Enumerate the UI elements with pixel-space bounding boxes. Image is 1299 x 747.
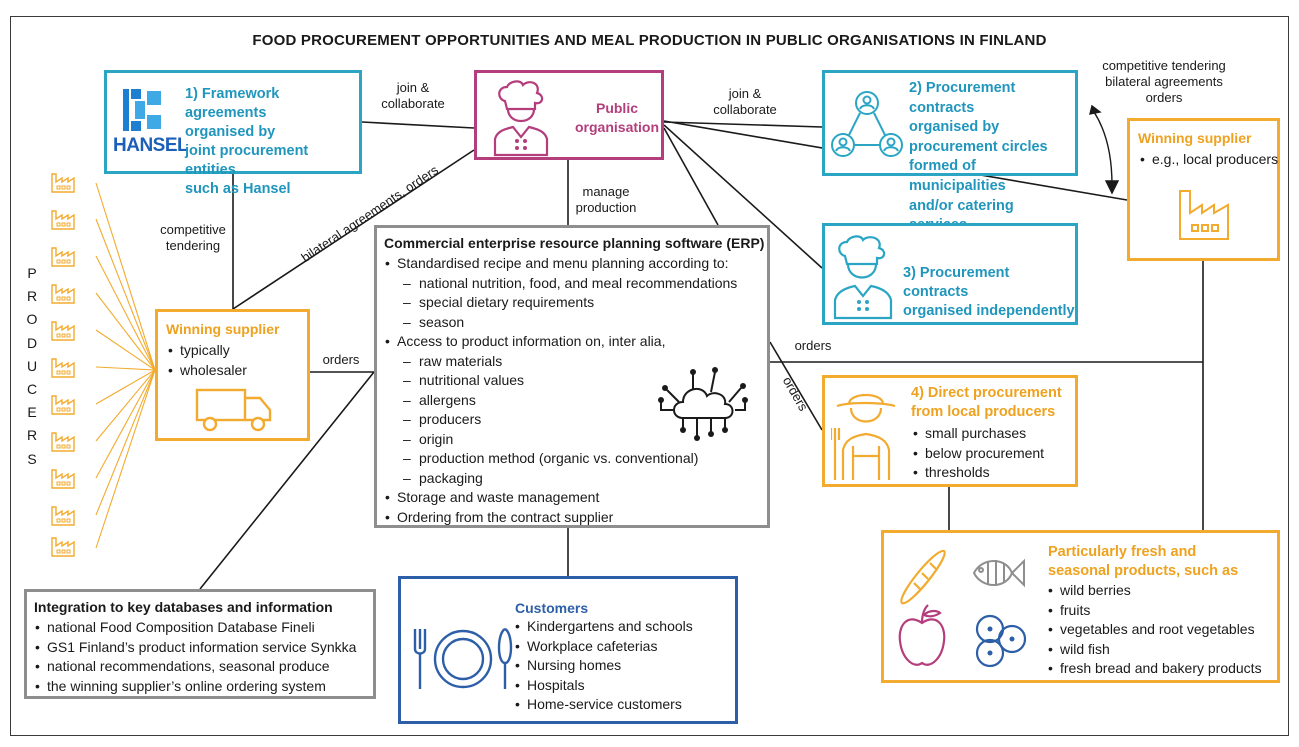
framework-agreements-box: HANSEL 1) Framework agreements organised… bbox=[104, 70, 362, 197]
direct-procurement-title: 4) Direct procurement from local produce… bbox=[911, 385, 1062, 420]
list-item: Hospitals bbox=[513, 676, 693, 696]
list-item: the winning supplier’s online ordering s… bbox=[33, 677, 356, 697]
erp-box: Commercial enterprise resource planning … bbox=[374, 225, 770, 528]
hansel-logo-text: HANSEL bbox=[113, 135, 189, 156]
plate-cutlery-icon bbox=[413, 627, 513, 689]
winning-supplier-right-list: e.g., local producers bbox=[1138, 150, 1278, 170]
customers-box: Customers Kindergartens and schools Work… bbox=[398, 576, 738, 724]
list-item: production method (organic vs. conventio… bbox=[383, 449, 737, 469]
list-item: Workplace cafeterias bbox=[513, 637, 693, 657]
list-item: Kindergartens and schools bbox=[513, 617, 693, 637]
framework-title: 1) Framework agreements organised by joi… bbox=[185, 86, 309, 197]
join-collaborate-left-label: join &collaborate bbox=[381, 80, 445, 111]
bread-icon bbox=[900, 549, 946, 605]
procurement-circles-box: 2) Procurement contracts organised by pr… bbox=[822, 70, 1078, 233]
list-item: national recommendations, seasonal produ… bbox=[33, 657, 356, 677]
fresh-products-title: Particularly fresh and seasonal products… bbox=[1048, 544, 1239, 579]
delivery-truck-icon bbox=[195, 388, 272, 432]
integration-title: Integration to key databases and informa… bbox=[34, 599, 333, 615]
farmer-icon bbox=[831, 393, 896, 480]
winning-supplier-left-title: Winning supplier bbox=[166, 321, 280, 337]
list-item: special dietary requirements bbox=[383, 293, 737, 313]
list-item: Access to product information on, inter … bbox=[383, 332, 737, 352]
berries-icon bbox=[975, 614, 1027, 668]
list-item: e.g., local producers bbox=[1138, 150, 1278, 170]
direct-procurement-list: small purchases below procurement thresh… bbox=[911, 424, 1044, 483]
list-item: season bbox=[383, 313, 737, 333]
diagram-frame bbox=[10, 16, 1289, 736]
list-item: Storage and waste management bbox=[383, 488, 737, 508]
list-item: producers bbox=[383, 410, 737, 430]
winning-supplier-left-list: typically wholesaler bbox=[166, 341, 247, 380]
hansel-logo-icon bbox=[123, 89, 161, 131]
list-item: nutritional values bbox=[383, 371, 737, 391]
list-item-continued: below procurement bbox=[911, 444, 1044, 464]
list-item: Home-service customers bbox=[513, 695, 693, 715]
integration-list: national Food Composition Database Finel… bbox=[33, 618, 356, 696]
list-item: small purchases bbox=[911, 424, 1044, 444]
independent-contracts-title: 3) Procurement contracts organised indep… bbox=[903, 265, 1075, 319]
erp-list: Standardised recipe and menu planning ac… bbox=[383, 254, 737, 527]
list-item: packaging bbox=[383, 469, 737, 489]
direct-procurement-box: 4) Direct procurement from local produce… bbox=[822, 375, 1078, 487]
network-people-icon bbox=[831, 91, 903, 157]
list-item: vegetables and root vegetables bbox=[1046, 620, 1262, 640]
factory-icon bbox=[1179, 190, 1229, 240]
chef-icon bbox=[493, 80, 549, 157]
list-item: wild berries bbox=[1046, 581, 1262, 601]
list-item: fruits bbox=[1046, 601, 1262, 621]
list-item: typically bbox=[166, 341, 247, 361]
public-organisation-title: Public organisation bbox=[575, 100, 660, 135]
list-item: allergens bbox=[383, 391, 737, 411]
list-item: fresh bread and bakery products bbox=[1046, 659, 1262, 679]
list-item: raw materials bbox=[383, 352, 737, 372]
list-item: national nutrition, food, and meal recom… bbox=[383, 274, 737, 294]
list-item-continued: wholesaler bbox=[166, 361, 247, 381]
list-item: Standardised recipe and menu planning ac… bbox=[383, 254, 737, 274]
cloud-network-icon bbox=[658, 367, 748, 441]
orders-left-label: orders bbox=[322, 352, 360, 367]
integration-box: Integration to key databases and informa… bbox=[24, 589, 376, 699]
list-item: wild fish bbox=[1046, 640, 1262, 660]
winning-supplier-left-box: Winning supplier typically wholesaler bbox=[155, 309, 310, 441]
list-item: origin bbox=[383, 430, 737, 450]
erp-title: Commercial enterprise resource planning … bbox=[384, 235, 765, 251]
orders-right-label: orders bbox=[794, 338, 832, 353]
public-organisation-box: Public organisation bbox=[474, 70, 664, 160]
join-collaborate-right-label: join &collaborate bbox=[713, 86, 777, 117]
fresh-products-box: Particularly fresh and seasonal products… bbox=[881, 530, 1280, 683]
list-item: Ordering from the contract supplier bbox=[383, 508, 737, 528]
producer-factories bbox=[51, 173, 75, 557]
diagram-title: FOOD PROCUREMENT OPPORTUNITIES AND MEAL … bbox=[252, 32, 1047, 49]
list-item: national Food Composition Database Finel… bbox=[33, 618, 356, 638]
winning-supplier-right-title: Winning supplier bbox=[1138, 130, 1252, 146]
list-item: Nursing homes bbox=[513, 656, 693, 676]
independent-contracts-box: 3) Procurement contracts organised indep… bbox=[822, 223, 1078, 325]
procurement-circles-title: 2) Procurement contracts organised by pr… bbox=[909, 80, 1048, 233]
fish-icon bbox=[972, 558, 1025, 588]
fresh-products-list: wild berries fruits vegetables and root … bbox=[1046, 581, 1262, 679]
list-item-continued: thresholds bbox=[911, 463, 1044, 483]
chef-icon bbox=[833, 235, 893, 320]
customers-title: Customers bbox=[515, 600, 589, 616]
winning-supplier-right-box: Winning supplier e.g., local producers bbox=[1127, 118, 1280, 261]
list-item: GS1 Finland’s product information servic… bbox=[33, 638, 356, 658]
customers-list: Kindergartens and schools Workplace cafe… bbox=[513, 617, 693, 715]
apple-icon bbox=[898, 604, 946, 666]
